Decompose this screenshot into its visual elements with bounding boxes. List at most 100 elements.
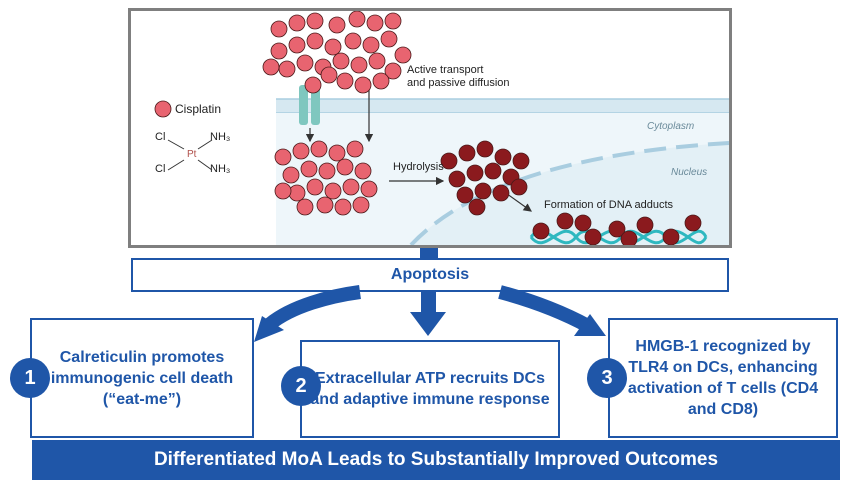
arrow-center-head [410,312,446,336]
extracellular-molecule [324,38,342,56]
extracellular-molecule [270,42,288,60]
legend-label: Cisplatin [175,102,222,116]
mechanism-box-2: Extracellular ATP recruits DCs and adapt… [300,340,560,438]
intracellular-molecule [324,182,342,200]
hydrolyzed-molecule [494,148,512,166]
intracellular-molecule [306,178,324,196]
intracellular-molecule [360,180,378,198]
formula-nh3-top: NH₃ [210,131,231,143]
extracellular-molecule [344,32,362,50]
nucleus-label: Nucleus [671,167,708,178]
intracellular-molecule [352,196,370,214]
intracellular-molecule [274,148,292,166]
extracellular-molecule [288,36,306,54]
intracellular-molecule [296,198,314,216]
hydrolyzed-molecule [458,144,476,162]
dna-adduct-molecule [532,222,550,240]
nuclear-envelope [409,141,729,245]
arrow-right-head [574,314,606,336]
extracellular-molecule [320,66,338,84]
hydrolysis-label: Hydrolysis [393,161,444,173]
legend-cisplatin-dot [154,100,172,118]
hydrolyzed-molecule [492,184,510,202]
connector-bar [420,248,438,258]
extracellular-molecule [288,14,306,32]
intracellular-molecule [336,158,354,176]
mechanism-box-1: Calreticulin promotes immunogenic cell d… [30,318,254,438]
outcome-banner: Differentiated MoA Leads to Substantiall… [32,440,840,480]
mechanism-text-1: Calreticulin promotes immunogenic cell d… [50,348,234,408]
hydrolyzed-molecule [440,152,458,170]
transport-label-line1: Active transport [407,64,484,76]
intracellular-molecule [346,140,364,158]
intracellular-molecule [292,142,310,160]
illustration-canvas [154,11,729,245]
formula-nh3-bottom: NH₃ [210,163,231,175]
hydrolyzed-molecule [512,152,530,170]
intracellular-molecule [328,144,346,162]
extracellular-molecule [366,14,384,32]
formula-cl-bottom: Cl [155,163,166,175]
hydrolyzed-molecule [448,170,466,188]
extracellular-molecule [362,36,380,54]
formula-pt: Pt [187,149,197,160]
hydrolyzed-molecule [476,140,494,158]
hydrolyzed-molecule [484,162,502,180]
hydrolyzed-molecule [466,164,484,182]
extracellular-molecule [372,72,390,90]
dna-adduct-molecule [662,228,680,245]
step-badge-1: 1 [10,358,50,398]
cell-membrane [276,99,729,113]
extracellular-molecule [306,12,324,30]
intracellular-molecule [282,166,300,184]
formula-bonds [167,139,213,171]
mechanism-illustration: Cisplatin Cl Pt NH₃ Cl NH₃ Active transp… [128,8,732,248]
hydrolyzed-molecule [474,182,492,200]
dna-adduct-molecule [636,216,654,234]
intracellular-molecule [310,140,328,158]
arrow-left-head [254,316,284,342]
arrow-right [498,285,592,333]
cytoplasm-label: Cytoplasm [647,121,695,132]
extracellular-molecule [328,16,346,34]
extracellular-molecule [384,62,402,80]
extracellular-molecule [368,52,386,70]
intracellular-molecule [318,162,336,180]
hydrolyzed-molecule [456,186,474,204]
step-badge-3: 3 [587,358,627,398]
dna-adduct-molecule [608,220,626,238]
dna-adduct-molecule [584,228,602,245]
extracellular-molecule [304,76,322,94]
dna-adduct-molecule [620,230,638,245]
formula-cl-top: Cl [155,131,166,143]
extracellular-molecule [394,46,412,64]
molecule-layer [262,11,702,245]
intracellular-molecule [354,162,372,180]
intracellular-molecule [342,178,360,196]
extracellular-molecule [354,76,372,94]
extracellular-molecule [306,32,324,50]
extracellular-molecule [332,52,350,70]
extracellular-molecule [336,72,354,90]
extracellular-molecule [380,30,398,48]
extracellular-molecule [262,58,280,76]
mechanism-box-3: HMGB-1 recognized by TLR4 on DCs, enhanc… [608,318,838,438]
extracellular-molecule [350,56,368,74]
dna-adduct-molecule [574,214,592,232]
mechanism-text-2: Extracellular ATP recruits DCs and adapt… [310,370,550,408]
extracellular-molecule [348,11,366,28]
extracellular-molecule [384,12,402,30]
extracellular-molecule [296,54,314,72]
membrane-transporter [299,85,320,125]
transport-label-line2: and passive diffusion [407,77,510,89]
intracellular-molecule [334,198,352,216]
arrow-center-shaft [421,292,436,312]
mechanism-text-3: HMGB-1 recognized by TLR4 on DCs, enhanc… [627,338,819,418]
dna-adduct-molecule [684,214,702,232]
intracellular-molecule [274,182,292,200]
arrow-left [265,285,361,330]
step-badge-2: 2 [281,366,321,406]
intracellular-molecule [316,196,334,214]
hydrolyzed-molecule [510,178,528,196]
